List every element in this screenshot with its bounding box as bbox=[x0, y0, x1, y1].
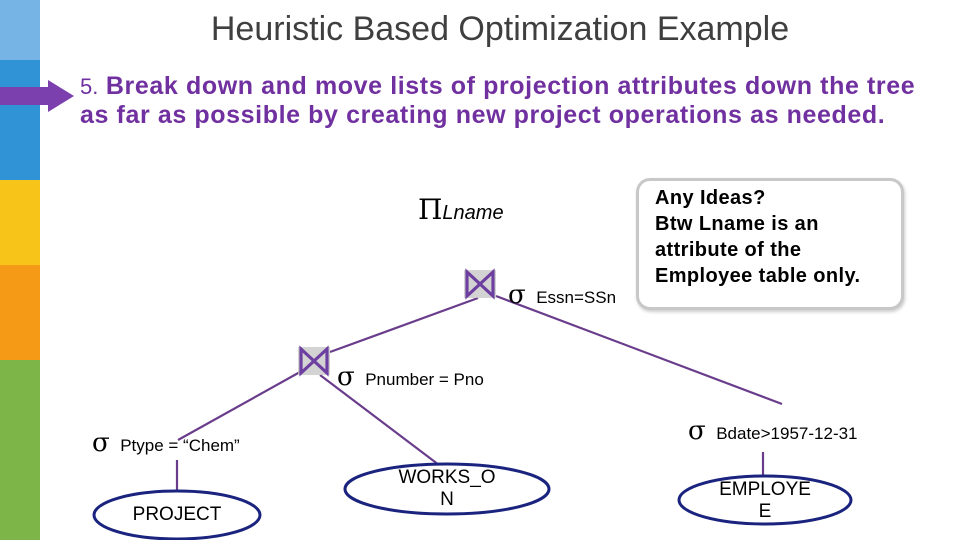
relation-project-shape bbox=[92, 489, 262, 540]
relation-workson-line-1: WORKS_O bbox=[398, 467, 496, 488]
left-select-node: σ Ptype = “Chem” bbox=[92, 428, 240, 458]
relation-employee-label: EMPLOYE E bbox=[680, 479, 850, 523]
edge-lowerjoin-workson bbox=[319, 374, 444, 469]
callout-line-3: attribute of the bbox=[655, 239, 802, 261]
top-join-condition-text: Essn=SSn bbox=[536, 288, 617, 307]
relation-employee-shape bbox=[677, 474, 853, 526]
sidebar-bar-light-blue bbox=[0, 0, 40, 60]
edge-topjoin-lowerjoin bbox=[329, 296, 479, 354]
callout-line-2: Btw Lname is an bbox=[655, 213, 819, 235]
relation-workson-label: WORKS_O N bbox=[347, 467, 547, 511]
right-arrow-icon bbox=[0, 80, 74, 112]
step-number: 5. bbox=[80, 74, 99, 99]
top-join-condition: σ Essn=SSn bbox=[508, 280, 616, 310]
relation-employee-line-2: E bbox=[758, 501, 772, 522]
sigma-symbol: σ bbox=[337, 362, 355, 392]
lower-join-condition: σ Pnumber = Pno bbox=[337, 362, 484, 392]
sigma-symbol: σ bbox=[92, 428, 110, 458]
relation-project-label: PROJECT bbox=[132, 504, 222, 525]
projection-node: ΠLname bbox=[418, 193, 504, 226]
slide-title: Heuristic Based Optimization Example bbox=[210, 10, 790, 48]
right-select-node: σ Bdate>1957-12-31 bbox=[688, 416, 858, 446]
relation-workson-line-2: N bbox=[440, 489, 454, 510]
step-text: Break down and move lists of projection … bbox=[80, 72, 916, 129]
sigma-symbol: σ bbox=[508, 280, 526, 310]
sidebar-bar-blue bbox=[0, 60, 40, 180]
callout-line-4: Employee table only. bbox=[655, 265, 861, 287]
sidebar-color-bars bbox=[0, 0, 40, 540]
edge-lowerjoin-left-select bbox=[177, 371, 301, 441]
edge-topjoin-employee-branch bbox=[495, 294, 783, 406]
callout-box: Any Ideas? Btw Lname is an attribute of … bbox=[636, 178, 904, 310]
callout-line-1: Any Ideas? bbox=[655, 187, 766, 209]
sidebar-bar-orange bbox=[0, 265, 40, 360]
right-select-condition-text: Bdate>1957-12-31 bbox=[716, 424, 858, 443]
projection-attribute: Lname bbox=[442, 202, 504, 224]
step-description: 5. Break down and move lists of projecti… bbox=[80, 72, 930, 129]
sigma-symbol: σ bbox=[688, 416, 706, 446]
relation-workson-shape bbox=[343, 462, 551, 516]
left-select-condition-text: Ptype = “Chem” bbox=[120, 436, 240, 455]
projection-symbol: Π bbox=[418, 193, 443, 226]
join-icon-lower bbox=[298, 345, 330, 377]
tree-edges bbox=[175, 294, 783, 498]
lower-join-condition-text: Pnumber = Pno bbox=[365, 370, 484, 389]
callout-text: Any Ideas? Btw Lname is an attribute of … bbox=[655, 185, 860, 289]
sidebar-bar-yellow bbox=[0, 180, 40, 265]
join-icon-top bbox=[464, 268, 496, 300]
sidebar-bar-green bbox=[0, 360, 40, 540]
relation-employee-line-1: EMPLOYE bbox=[719, 479, 811, 500]
